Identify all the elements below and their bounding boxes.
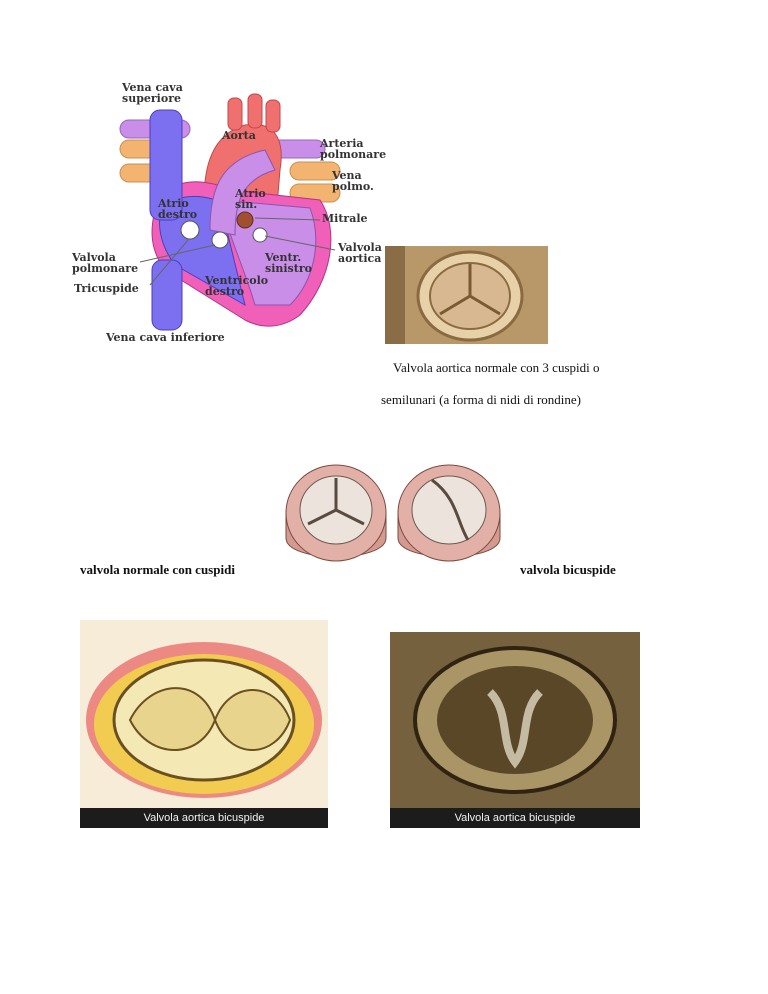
heart-illustration (119, 93, 341, 331)
aorta-branch-1 (227, 97, 243, 131)
label-valvola-aortica: Valvola aortica (338, 241, 382, 265)
bicuspid-right-shadow (390, 632, 640, 808)
valve-photo-drawing (385, 246, 548, 344)
bicuspid-left-cusp-b (213, 689, 292, 751)
right-valve-cusps (431, 478, 470, 541)
vena-cava-inferior (151, 259, 183, 331)
leader-valvola-aortica (264, 235, 336, 251)
label-vena-polmo: Vena polmo. (332, 169, 374, 193)
banner-bicuspid-right: Valvola aortica bicuspide (390, 808, 640, 828)
label-atrio-sin: Atrio sin. (235, 187, 266, 211)
caption-normal-valve-line1: Valvola aortica normale con 3 cuspidi o (393, 360, 600, 375)
leader-mitrale (254, 217, 321, 221)
label-ventr-sinistro: Ventr. sinistro (265, 251, 312, 275)
cusp-lines (439, 264, 501, 316)
tricuspid-valve-mark (180, 220, 200, 240)
photo-shadow-left (385, 246, 405, 344)
caption-valvola-normale: valvola normale con cuspidi (80, 562, 235, 577)
heart-diagram: Vena cava superiore Aorta Arteria polmon… (70, 80, 400, 350)
caption-valvola-bicuspide: valvola bicuspide (520, 562, 616, 577)
pulmonary-valve-mark (211, 231, 229, 249)
label-mitrale: Mitrale (322, 212, 368, 225)
photo-aortic-valve-normal (385, 246, 548, 344)
leader-valvola-polmonare (139, 244, 216, 263)
label-arteria-polmonare: Arteria polmonare (320, 137, 387, 161)
aorta-branch-2 (247, 93, 263, 129)
valves-illustration-svg (285, 464, 501, 562)
aorta-branch-3 (265, 99, 281, 133)
valves-illustration (282, 458, 504, 573)
label-vena-cava-superiore: Vena cava superiore (122, 81, 183, 105)
right-valve-opening (411, 475, 487, 545)
photo-bicuspid-right: Valvola aortica bicuspide (390, 632, 640, 828)
bicuspid-right-drawing (390, 632, 640, 808)
bicuspid-left-drawing (80, 620, 328, 808)
label-atrio-destro: Atrio destro (158, 197, 198, 221)
left-valve-cusps (307, 478, 365, 526)
label-ventricolo-destro: Ventricolo destro (205, 274, 269, 298)
caption-normal-valve-line2: semilunari (a forma di nidi di rondine) (381, 392, 582, 407)
bicuspid-right-cusps (486, 689, 544, 769)
photo-bicuspid-left: Valvola aortica bicuspide (80, 620, 328, 828)
aortic-valve-mark (252, 227, 268, 243)
label-valvola-polmonare: Valvola polmonare (72, 251, 139, 275)
label-vena-cava-inferiore: Vena cava inferiore (106, 331, 225, 344)
right-pulmonary-vein-upper (289, 161, 341, 181)
label-tricuspide: Tricuspide (74, 282, 139, 295)
banner-bicuspid-left: Valvola aortica bicuspide (80, 808, 328, 828)
vena-cava-superior (149, 109, 183, 221)
leader-tricuspide (149, 239, 189, 286)
bicuspid-right-lumen (437, 666, 593, 774)
mitral-valve-mark (236, 211, 254, 229)
label-aorta: Aorta (222, 129, 256, 142)
pulmonary-trunk (209, 149, 276, 236)
